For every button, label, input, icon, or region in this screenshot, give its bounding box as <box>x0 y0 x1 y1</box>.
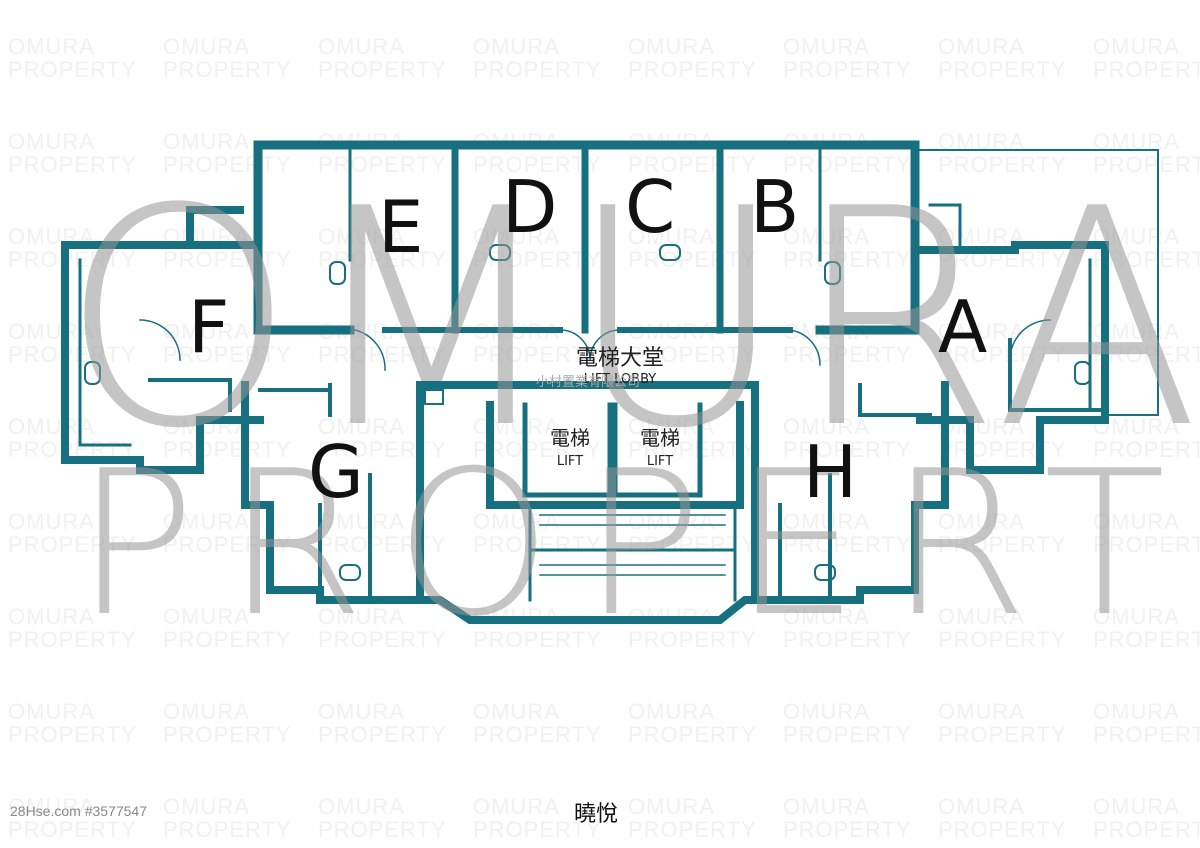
company-watermark: 小村置業有限公司 <box>535 375 640 390</box>
lift-1-label-en: LIFT <box>556 454 584 469</box>
unit-label-a: A <box>938 285 988 369</box>
unit-label-c: C <box>625 165 676 249</box>
unit-label-b: B <box>750 165 800 249</box>
unit-label-e: E <box>378 185 424 269</box>
source-caption: 28Hse.com #3577547 <box>10 803 147 819</box>
unit-label-h: H <box>803 430 858 514</box>
unit-label-g: G <box>308 430 364 514</box>
lift-lobby-label-cn: 電梯大堂 <box>575 346 664 371</box>
lift-1-label-cn: 電梯 <box>550 426 590 450</box>
lift-2-label-en: LIFT <box>646 454 674 469</box>
unit-label-f: F <box>188 285 230 369</box>
building-title: 曉悅 <box>574 802 619 827</box>
unit-label-d: D <box>502 165 558 249</box>
lift-2-label-cn: 電梯 <box>640 426 680 450</box>
lift-lobby-label-en: LIFT LOBBY <box>583 372 657 387</box>
